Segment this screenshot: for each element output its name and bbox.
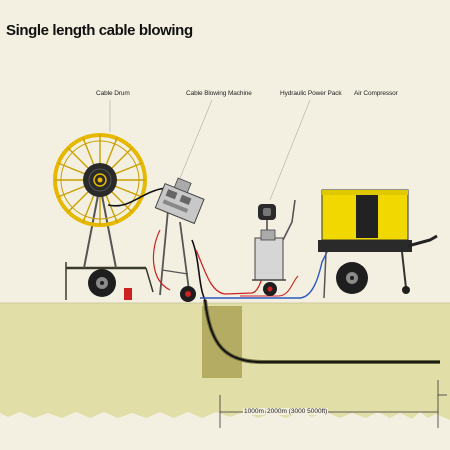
scale-label-2000m: 2000m (3000 5000ft) (266, 408, 329, 415)
label-cable-drum: Cable Drum (96, 90, 130, 97)
label-hydraulic-power-pack: Hydraulic Power Pack (280, 90, 342, 97)
air-hose (200, 249, 329, 299)
hose-to-duct (191, 239, 206, 301)
page-title: Single length cable blowing (6, 22, 193, 39)
cable-blowing-machine (154, 177, 205, 302)
hydraulic-power-pack (252, 199, 296, 296)
cable-drum (53, 133, 154, 300)
cable-in-duct (204, 299, 440, 363)
air-hose-return (240, 275, 299, 297)
scale-label-1000m: 1000m (243, 408, 265, 415)
drum-jack (124, 288, 132, 300)
hydraulic-hose (195, 249, 265, 295)
label-leaders (109, 99, 311, 201)
air-compressor (318, 189, 438, 299)
feed-cable (107, 187, 166, 207)
label-air-compressor: Air Compressor (354, 90, 398, 97)
hydraulic-hose-left (152, 229, 171, 291)
label-cable-blowing-machine: Cable Blowing Machine (186, 90, 252, 97)
